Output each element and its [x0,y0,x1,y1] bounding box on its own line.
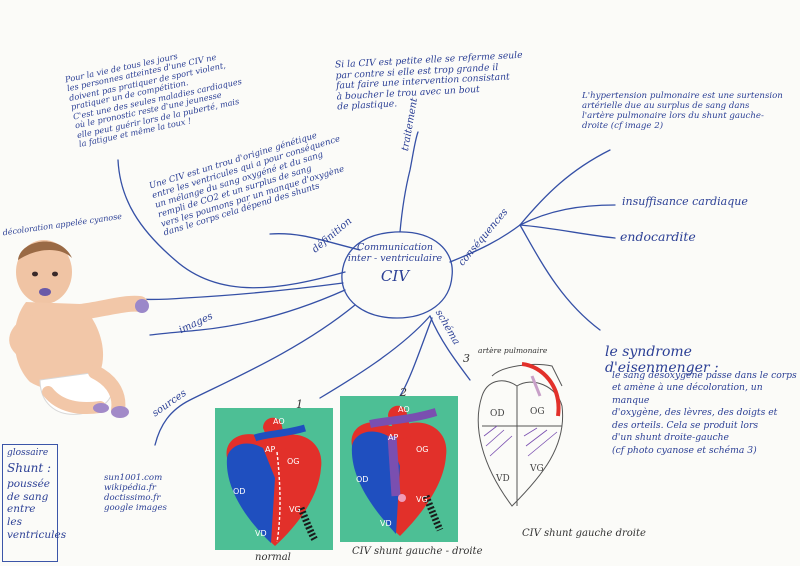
fig1-vg: VG [289,505,301,514]
note-hypertension: L'hypertension pulmonaire est une surten… [582,91,783,131]
fig1-caption: normal [255,552,291,563]
branch-traitement [399,131,419,233]
fig3-caption: CIV shunt gauche droite [522,528,646,539]
glossary-box: glossaire Shunt : poussée de sang entre … [2,444,67,562]
fig2-vd: VD [380,519,392,528]
fig1-od: OD [233,487,245,496]
note-eisenmenger-body: le sang désoxygéné passe dans le corps e… [612,370,797,456]
fig3-og: OG [530,407,545,417]
branch-schema [429,315,471,381]
fig1-vd: VD [255,529,267,538]
branch-images [149,289,346,336]
fig2-ap: AP [388,433,398,442]
fig1-number: 1 [296,398,303,411]
branch-endocardite [519,224,616,239]
fig3-top-label: artère pulmonaire [478,346,548,355]
sources-list: sun1001.com wikipédia.fr doctissimo.fr g… [104,473,167,513]
fig1-ap: AP [265,445,275,454]
branch-insuffisance [519,204,616,226]
central-topic-line2: inter - ventriculaire [347,253,443,265]
fig3-number: 3 [463,352,470,365]
fig3-od: OD [490,409,505,419]
central-topic-line1: Communication [357,242,433,253]
fig1-ao: AO [273,417,285,426]
branch-hypertension [519,149,611,226]
central-topic-abbr: CIV [380,266,410,285]
note-traitement: Si la CIV est petite elle se referme seu… [334,49,523,113]
fig2-og: OG [416,445,429,454]
branch-definition [269,233,361,251]
heart-figure-shunt: AO AP OG OD VD VG [340,396,458,542]
note-insuffisance: insuffisance cardiaque [622,195,748,208]
glossary-term: Shunt : [7,460,52,475]
note-eisenmenger-title: le syndrome d'eisenmenger : [605,344,719,377]
fig2-od: OD [356,475,368,484]
heart-figure-normal: AO AP OG OD VD VG [215,408,333,550]
fig3-vg: VG [529,464,544,474]
heart-sketch: OD OG VD VG [477,362,564,507]
fig2-ao: AO [398,405,410,414]
note-endocardite: endocardite [620,229,696,244]
glossary-title: glossaire [7,448,49,458]
hub-circle [341,231,453,319]
fig1-og: OG [287,457,300,466]
fig3-vd: VD [495,474,510,484]
branch-pronostic [117,159,346,289]
central-topic: Communication inter - ventriculaire CIV [340,232,450,316]
fig2-vg: VG [416,495,428,504]
glossary-definition: poussée de sang entre les ventricules [7,478,67,541]
branch-consequences [449,224,521,263]
branch-schema-fig2 [399,317,433,397]
cyanosis-baby-photo [9,240,149,418]
branch-schema-fig1 [319,315,431,399]
fig2-caption: CIV shunt gauche - droite [352,546,483,557]
branch-eisenmenger [519,224,601,331]
fig2-number: 2 [400,386,407,399]
branch-sources [154,304,356,446]
